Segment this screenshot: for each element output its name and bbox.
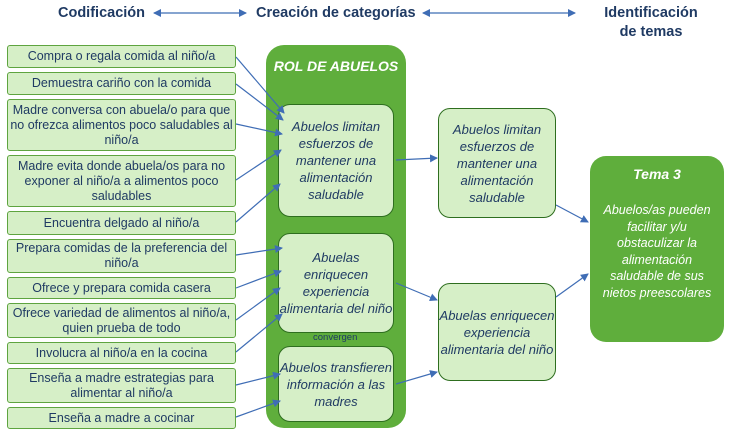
theme-arrow [555,273,589,298]
code-arrow [235,245,283,256]
code-box: Enseña a madre a cocinar [7,407,236,429]
code-box: Ofrece variedad de alimentos al niño/a, … [7,303,236,338]
category-arrow [395,370,438,385]
code-arrow [235,313,283,353]
code-arrow [235,399,281,418]
theme-description: Abuelos/as pueden facilitar y/u obstacul… [602,203,712,300]
category-arrow [395,154,438,163]
code-arrow [235,183,281,223]
merged-category-enriquecen: Abuelas enriquecen experiencia alimentar… [438,283,556,381]
header-creacion-categorias: Creación de categorías [256,5,416,21]
code-arrow [235,371,281,386]
code-box: Ofrece y prepara comida casera [7,277,236,299]
code-arrow [235,56,285,114]
category-limitan: Abuelos limitan esfuerzos de mantener un… [278,104,394,217]
code-box: Involucra al niño/a en la cocina [7,342,236,364]
code-box: Madre conversa con abuela/o para que no … [7,99,236,151]
theme-arrow [555,204,589,223]
code-arrow [235,83,284,121]
code-box: Encuentra delgado al niño/a [7,211,236,235]
role-panel-title: ROL DE ABUELOS [273,58,399,74]
code-arrow [235,149,282,181]
code-box: Demuestra cariño con la comida [7,72,236,95]
category-transfieren: Abuelos transfieren información a las ma… [278,346,394,422]
header-identificacion-temas: Identificación de temas [604,5,698,40]
merged-category-limitan: Abuelos limitan esfuerzos de mantener un… [438,108,556,218]
code-box: Madre evita donde abuela/os para no expo… [7,155,236,207]
converge-label: convergen [313,332,358,343]
code-box: Enseña a madre estrategias para alimenta… [7,368,236,403]
code-box: Prepara comidas de la preferencia del ni… [7,239,236,273]
code-arrow [235,269,282,289]
code-arrow [235,287,281,321]
category-arrow [395,282,438,302]
theme-title: Tema 3 [633,166,681,182]
code-arrow [235,123,283,137]
category-enriquecen: Abuelas enriquecen experiencia alimentar… [278,233,394,333]
theme-box: Tema 3 Abuelos/as pueden facilitar y/u o… [590,156,724,342]
header-codificacion: Codificación [58,5,146,21]
code-box: Compra o regala comida al niño/a [7,45,236,68]
